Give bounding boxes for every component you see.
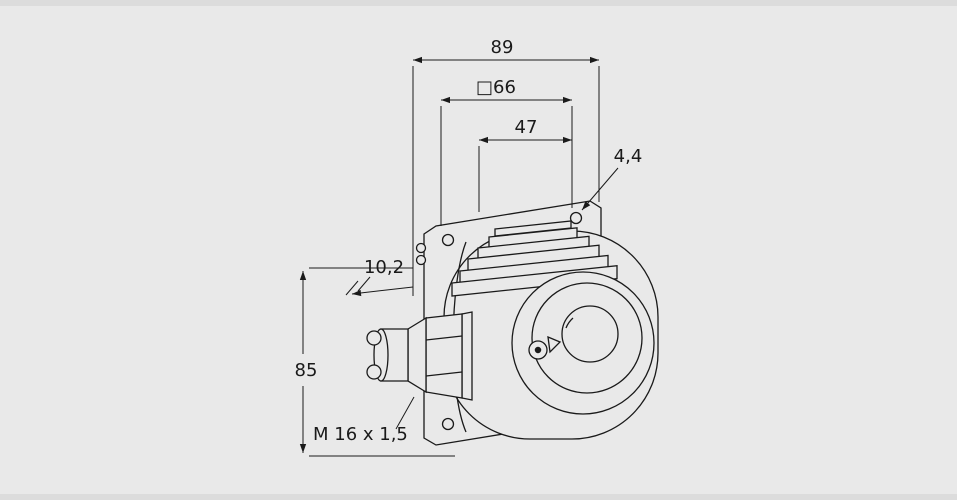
dim-overall-height: 85 [295,267,455,457]
mounting-hole-top-left [441,233,455,247]
sensor-device [366,200,659,446]
side-stud-top [415,242,427,254]
face-center-bore [561,305,619,363]
mounting-hole-bottom-left [441,417,455,431]
leader-line-thread [395,396,415,430]
dim-gland-thread: M 16 x 1,5 [313,396,415,445]
dim-label-44: 4,4 [614,146,643,167]
dim-label-66: □66 [476,77,516,98]
ext-tick-102-b [357,276,371,292]
gland-washer [461,311,473,401]
indicator-dot-icon [534,346,542,354]
dim-label-thread: M 16 x 1,5 [313,424,408,445]
sensing-face [511,271,655,415]
hex-flat-line-bottom [425,371,463,377]
dim-line-102 [351,286,414,297]
bottom-edge-band [0,494,957,500]
dim-label-89: 89 [491,37,514,58]
dim-hole-spacing: 47 [478,117,572,212]
gland-hex-nut [425,313,463,399]
orientation-triangle-icon [547,335,562,354]
dim-label-47: 47 [515,117,538,138]
hex-flat-line-top [425,335,463,341]
gland-cone [407,316,427,394]
terminal-bottom [366,364,382,380]
bore-highlight-arc [565,317,574,329]
cable-gland [366,311,473,401]
top-edge-band [0,0,957,6]
dim-flange-square: □66 [440,77,573,226]
leader-line-44 [581,167,619,211]
side-stud-bottom [415,254,427,266]
ext-tick-102-a [345,280,359,296]
terminal-top [366,330,382,346]
dim-hole-diameter: 4,4 [581,146,643,211]
dimension-annotations: 89 □66 47 4,4 10,2 [295,37,643,457]
dim-label-85: 85 [295,360,318,381]
mounting-hole-top-right [569,211,583,225]
dim-overall-depth: 89 [412,37,600,296]
cooling-fins [451,220,618,297]
